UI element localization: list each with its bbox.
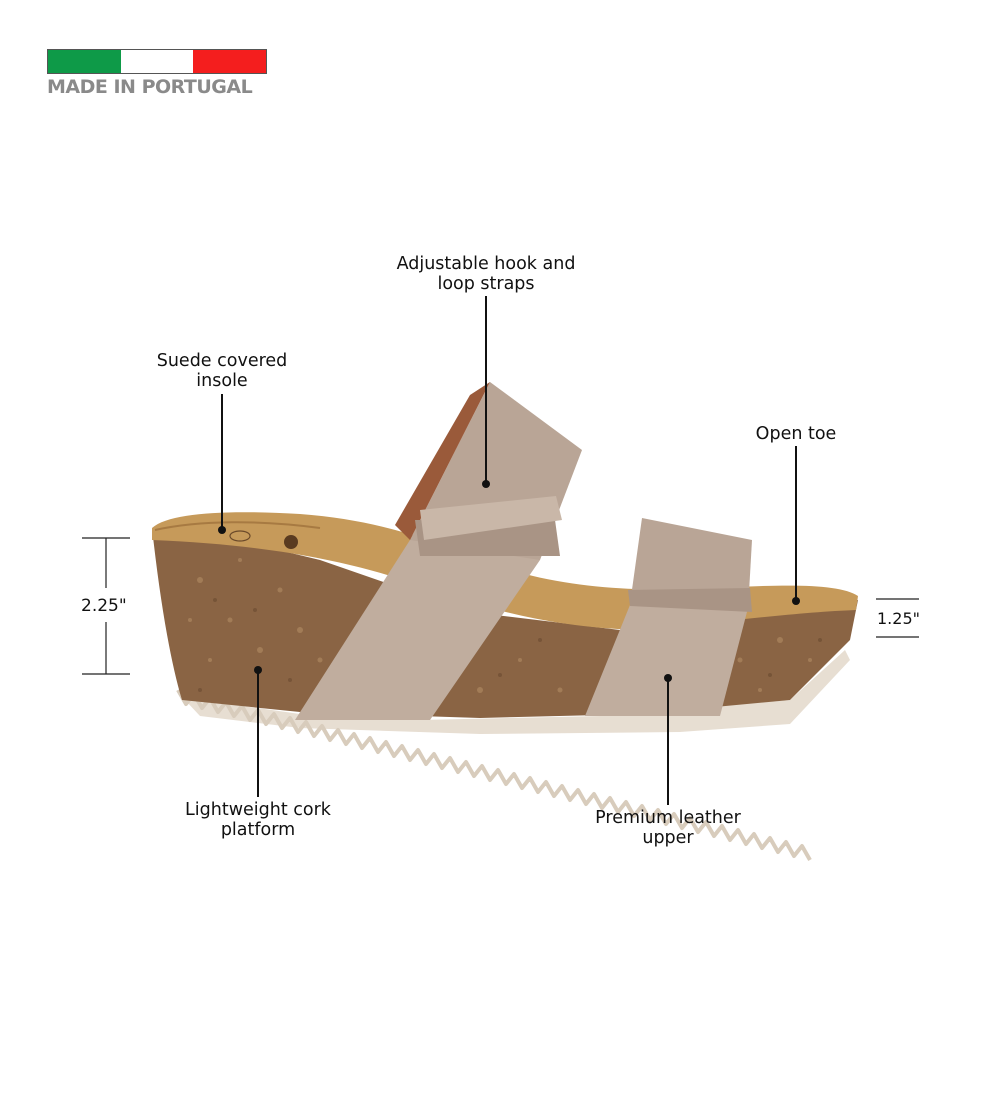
italian-flag-icon [47, 49, 267, 74]
toe-strap-band [585, 600, 748, 716]
toe-strap [630, 518, 752, 610]
flag-stripe-white [120, 50, 194, 73]
heel-strap-band [295, 540, 540, 720]
flag-stripe-green [48, 50, 121, 73]
flag-stripe-red [193, 50, 267, 73]
origin-badge-text: MADE IN PORTUGAL [47, 76, 253, 98]
toe-height-measure: 1.25" [877, 609, 920, 628]
open-toe-callout: Open toe [755, 424, 837, 444]
heel-height-measure: 2.25" [81, 596, 127, 616]
